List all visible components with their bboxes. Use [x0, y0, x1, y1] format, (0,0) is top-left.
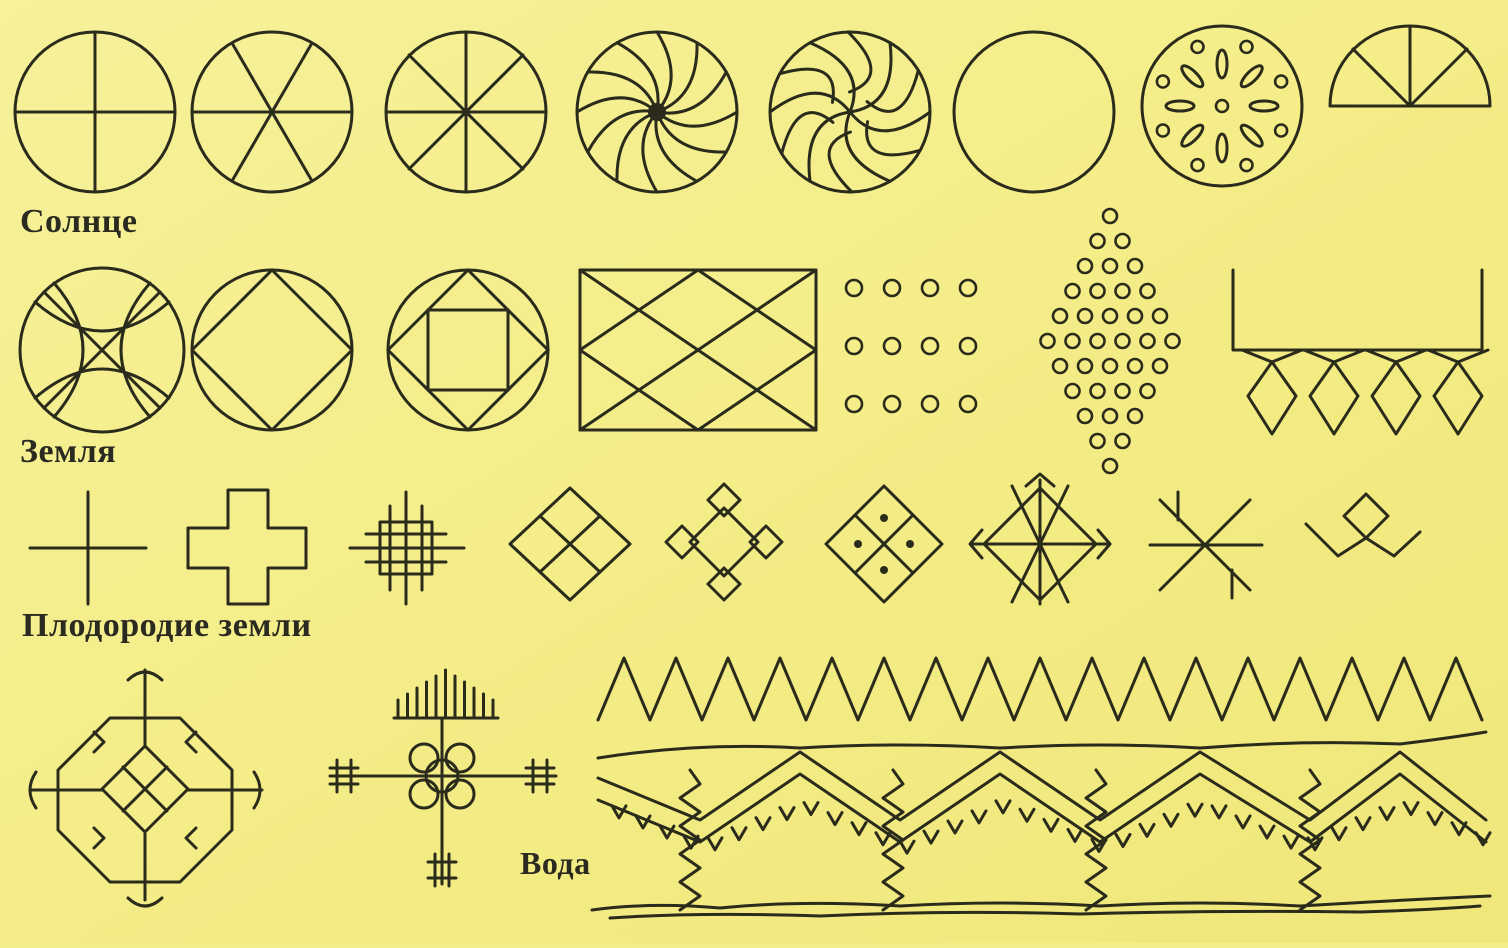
- label-earth: Земля: [20, 433, 116, 470]
- label-sun: Солнце: [20, 203, 137, 240]
- label-fertility: Плодородие земли: [22, 607, 312, 644]
- label-water: Вода: [520, 845, 591, 881]
- sun-symbol-cross: [15, 32, 175, 192]
- sun-symbol-eight-spokes: [386, 32, 546, 192]
